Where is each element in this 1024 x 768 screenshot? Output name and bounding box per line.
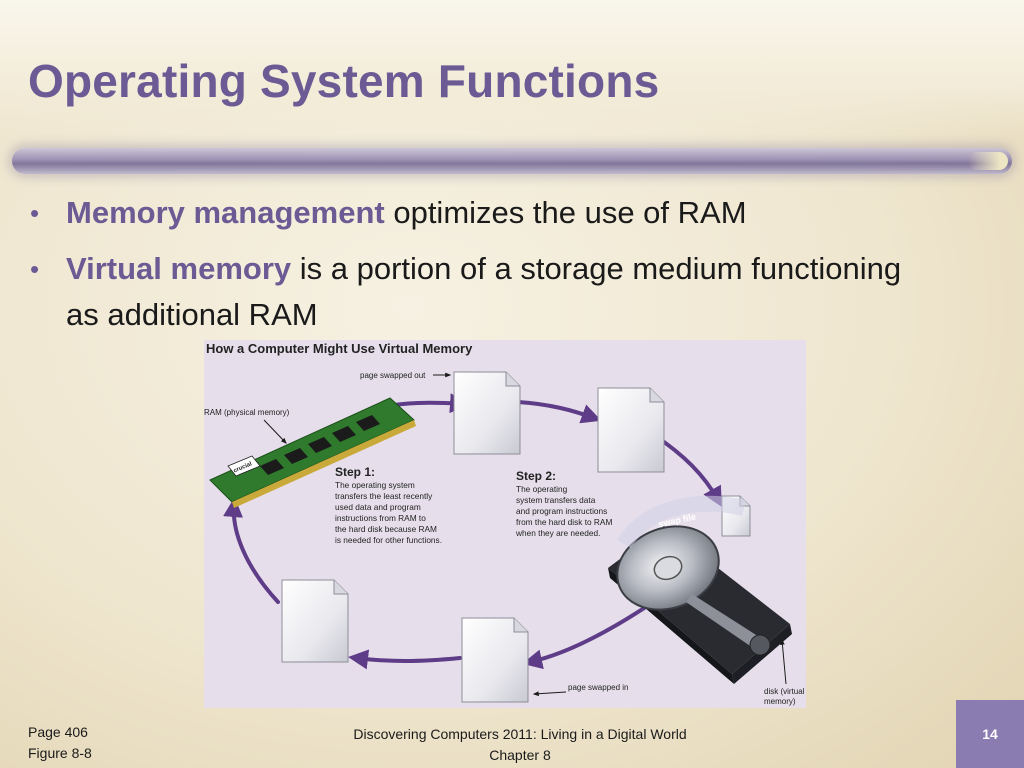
step2-line: and program instructions [516,506,607,516]
disk-label-line2: memory) [764,697,796,706]
page-icon-right [597,387,665,473]
step1-line: used data and program [335,502,421,512]
step2-line: system transfers data [516,495,596,505]
page-icon-swapped-in [461,617,529,703]
step1-line: transfers the least recently [335,491,433,501]
bullet-term: Virtual memory [66,251,292,286]
step1-heading: Step 1: [335,465,375,479]
slide-number-box: 14 [956,700,1024,768]
step1-line: is needed for other functions. [335,535,442,545]
figure-title: How a Computer Might Use Virtual Memory [206,341,473,356]
slide-title: Operating System Functions [28,55,660,107]
step1-line: instructions from RAM to [335,513,426,523]
step2-heading: Step 2: [516,469,556,483]
footer-reference: Page 406 Figure 8-8 [28,722,92,764]
bullet-dot-icon: • [30,254,40,284]
title-band [0,0,1024,140]
ram-pointer [263,419,287,444]
book-title: Discovering Computers 2011: Living in a … [353,726,687,742]
page-icon-swapped-out [453,371,521,455]
page-swapped-out-label: page swapped out [360,371,426,380]
disk-label-line1: disk (virtual [764,687,805,696]
ram-module-icon: crucial [209,397,416,508]
page-icons [281,371,751,703]
step1-line: the hard disk because RAM [335,524,437,534]
virtual-memory-diagram: How a Computer Might Use Virtual Memory … [204,341,805,706]
bullet-virtual-memory: • Virtual memory is a portion of a storag… [30,246,930,338]
hard-disk-icon [608,495,792,684]
page-icon-left [281,579,349,663]
virtual-memory-figure: How a Computer Might Use Virtual Memory … [204,340,806,708]
footer-book: Discovering Computers 2011: Living in a … [320,724,720,766]
step2-text: The operating system transfers data and … [515,484,612,538]
bullet-list: • Memory management optimizes the use of … [30,190,930,348]
slide-number: 14 [982,726,998,742]
bullet-dot-icon: • [30,198,40,228]
step1-line: The operating system [335,480,415,490]
bullet-memory-management: • Memory management optimizes the use of … [30,190,930,236]
arrow-page-to-page-bottom [348,649,462,670]
chapter-label: Chapter 8 [489,747,551,763]
bullet-term: Memory management [66,195,385,230]
step2-line: from the hard disk to RAM [516,517,612,527]
bullet-text: optimizes the use of RAM [384,195,747,230]
bullet-text: is a portion of a storage medium functio… [66,251,902,332]
page-swapped-in-pointer [532,691,567,697]
figure-reference: Figure 8-8 [28,745,92,761]
step1-text: The operating system transfers the least… [335,480,442,545]
arrow-page-to-page [516,400,602,424]
disk-pointer [780,638,787,685]
title-divider [12,148,1012,174]
step2-line: when they are needed. [515,528,600,538]
arrow-page-to-ram [223,497,280,604]
step2-line: The operating [516,484,568,494]
ram-label: RAM (physical memory) [204,408,290,417]
page-swapped-in-label: page swapped in [568,683,629,692]
page-reference: Page 406 [28,724,88,740]
